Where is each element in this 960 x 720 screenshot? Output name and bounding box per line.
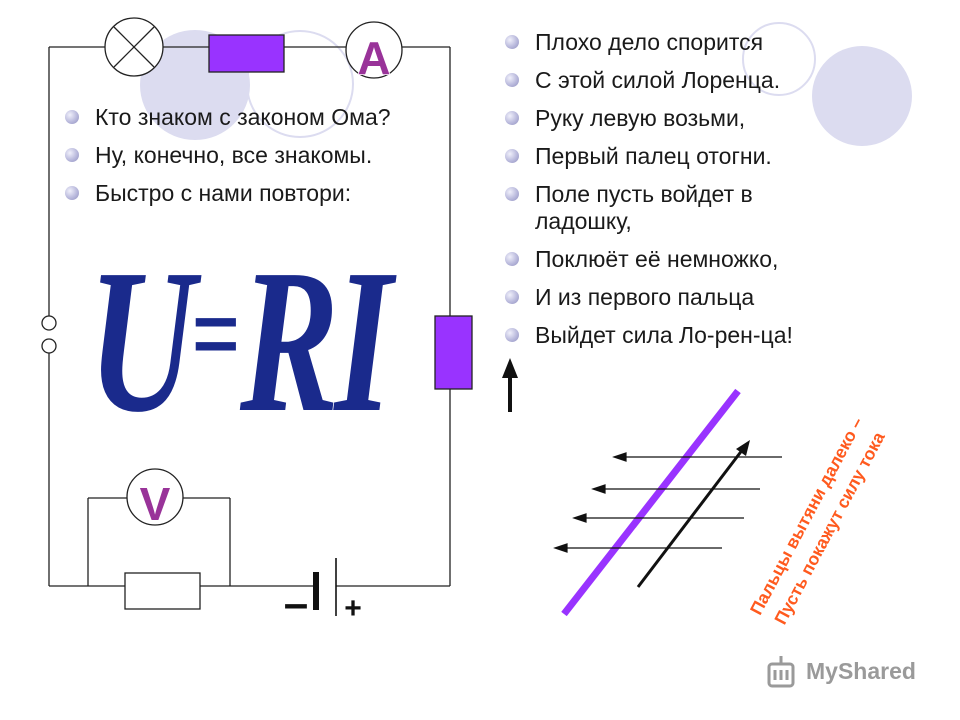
right-bullet-item: Выйдет сила Ло-рен-ца!	[503, 322, 823, 349]
right-bullet-list: Плохо дело спорится С этой силой Лоренца…	[503, 29, 823, 360]
right-bullet-text: Поле пусть войдет в ладошку,	[535, 181, 753, 234]
battery-plus: +	[344, 592, 362, 625]
voltmeter-symbol: V	[126, 468, 184, 531]
decor-circle-2	[812, 46, 912, 146]
left-bullet-text: Быстро с нами повтори:	[95, 180, 352, 206]
battery-symbol: – +	[284, 558, 362, 628]
formula-ri: RI	[240, 226, 392, 455]
force-arrow	[636, 440, 750, 588]
right-bullet-text: Руку левую возьми,	[535, 105, 746, 131]
formula-u: U	[88, 226, 195, 455]
right-bullet-item: Поклюёт её немножко,	[503, 246, 823, 273]
bullet-dot-icon	[505, 252, 519, 266]
right-bullet-item: И из первого пальца	[503, 284, 823, 311]
bullet-dot-icon	[65, 186, 79, 200]
ammeter-letter: A	[357, 32, 390, 84]
left-bullet-item: Ну, конечно, все знакомы.	[63, 142, 453, 169]
right-bullet-item: Руку левую возьми,	[503, 105, 823, 132]
bullet-dot-icon	[65, 110, 79, 124]
watermark-text: MyShared	[806, 658, 916, 684]
ammeter-symbol: A	[345, 21, 403, 85]
decor-ring-1	[246, 30, 354, 138]
left-bullet-text: Кто знаком с законом Ома?	[95, 104, 391, 130]
bullet-dot-icon	[505, 290, 519, 304]
right-bullet-text: И из первого пальца	[535, 284, 755, 310]
terminal-top	[41, 315, 57, 331]
left-bullet-item: Кто знаком с законом Ома?	[63, 104, 453, 131]
left-bullet-text: Ну, конечно, все знакомы.	[95, 142, 373, 168]
resistor-right	[434, 315, 473, 390]
decor-ring-2	[742, 22, 816, 96]
left-bullet-item: Быстро с нами повтори:	[63, 180, 453, 207]
bullet-dot-icon	[505, 149, 519, 163]
terminal-bottom	[41, 338, 57, 354]
right-bullet-item: Поле пусть войдет в ладошку,	[503, 181, 823, 235]
right-bullet-text: Выйдет сила Ло-рен-ца!	[535, 322, 793, 348]
voltmeter-letter: V	[140, 478, 171, 530]
right-bullet-text: С этой силой Лоренца.	[535, 67, 781, 93]
right-bullet-item: Плохо дело спорится	[503, 29, 823, 56]
bullet-dot-icon	[505, 111, 519, 125]
bullet-dot-icon	[65, 148, 79, 162]
bullet-dot-icon	[505, 73, 519, 87]
resistor-bottom	[124, 572, 201, 610]
right-bullet-text: Поклюёт её немножко,	[535, 246, 779, 272]
ohm-law-formula: U=RI	[88, 238, 392, 444]
circuit-wires	[48, 46, 451, 587]
up-arrow-icon	[502, 358, 518, 412]
right-bullet-item: Первый палец отогни.	[503, 143, 823, 170]
conductor-line	[561, 388, 741, 617]
right-bullet-text: Первый палец отогни.	[535, 143, 772, 169]
bullet-dot-icon	[505, 35, 519, 49]
resistor-top	[208, 34, 285, 73]
field-lines-arrows	[553, 452, 782, 553]
right-bullet-text: Плохо дело спорится	[535, 29, 764, 55]
myshared-logo-icon	[767, 656, 795, 688]
bullet-dot-icon	[505, 328, 519, 342]
battery-minus: –	[284, 579, 308, 628]
right-bullet-item: С этой силой Лоренца.	[503, 67, 823, 94]
watermark: MyShared	[806, 658, 916, 685]
formula-equals: =	[190, 267, 241, 400]
lamp-symbol	[104, 17, 164, 77]
left-bullet-list: Кто знаком с законом Ома? Ну, конечно, в…	[63, 104, 453, 218]
bullet-dot-icon	[505, 187, 519, 201]
